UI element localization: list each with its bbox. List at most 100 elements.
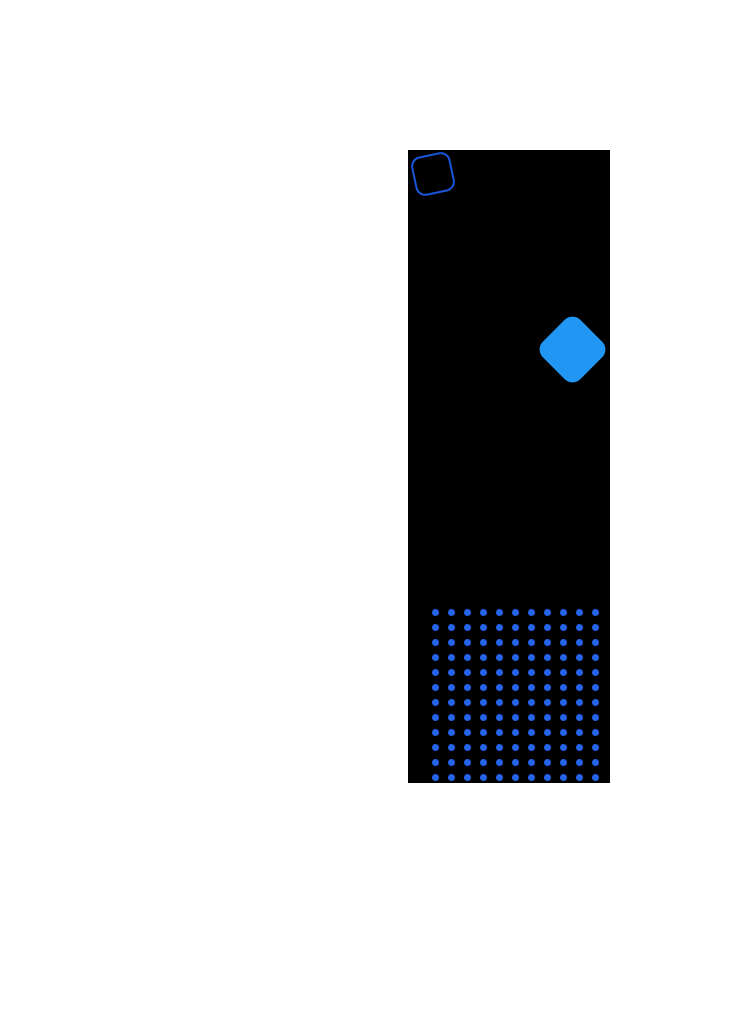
dot-icon <box>576 684 583 691</box>
decor-black-panel <box>408 150 610 783</box>
dot-icon <box>480 759 487 766</box>
dot-icon <box>512 654 519 661</box>
dot-icon <box>544 669 551 676</box>
dot-icon <box>496 624 503 631</box>
dot-icon <box>496 654 503 661</box>
dot-icon <box>560 654 567 661</box>
dot-grid-pattern-icon <box>432 609 608 789</box>
dot-icon <box>544 654 551 661</box>
dot-icon <box>544 699 551 706</box>
dot-icon <box>432 744 439 751</box>
dot-icon <box>528 669 535 676</box>
dot-icon <box>480 729 487 736</box>
dot-icon <box>496 714 503 721</box>
dot-icon <box>576 729 583 736</box>
dot-icon <box>448 609 455 616</box>
dot-icon <box>560 714 567 721</box>
dot-icon <box>432 669 439 676</box>
dot-icon <box>432 609 439 616</box>
dot-icon <box>528 774 535 781</box>
dot-icon <box>592 744 599 751</box>
dot-icon <box>560 639 567 646</box>
dot-icon <box>464 774 471 781</box>
dot-icon <box>496 774 503 781</box>
dot-icon <box>576 774 583 781</box>
dot-icon <box>560 669 567 676</box>
dot-icon <box>544 684 551 691</box>
dot-icon <box>512 624 519 631</box>
dot-icon <box>464 669 471 676</box>
dot-icon <box>432 624 439 631</box>
dot-icon <box>432 654 439 661</box>
dot-icon <box>480 774 487 781</box>
dot-icon <box>464 639 471 646</box>
dot-icon <box>464 654 471 661</box>
dot-icon <box>592 684 599 691</box>
dot-icon <box>512 669 519 676</box>
dot-icon <box>448 669 455 676</box>
dot-icon <box>512 714 519 721</box>
dot-icon <box>592 609 599 616</box>
dot-icon <box>480 669 487 676</box>
dot-icon <box>480 699 487 706</box>
dot-icon <box>576 624 583 631</box>
dot-icon <box>496 699 503 706</box>
dot-icon <box>448 729 455 736</box>
dot-icon <box>512 699 519 706</box>
dot-icon <box>592 774 599 781</box>
dot-icon <box>512 639 519 646</box>
dot-icon <box>432 714 439 721</box>
dot-icon <box>496 639 503 646</box>
dot-icon <box>448 714 455 721</box>
dot-icon <box>528 744 535 751</box>
dot-icon <box>576 759 583 766</box>
dot-icon <box>560 624 567 631</box>
dot-icon <box>512 729 519 736</box>
dot-icon <box>448 699 455 706</box>
dot-icon <box>464 759 471 766</box>
dot-icon <box>592 669 599 676</box>
dot-icon <box>464 729 471 736</box>
dot-icon <box>592 654 599 661</box>
dot-icon <box>448 639 455 646</box>
dot-icon <box>464 744 471 751</box>
dot-icon <box>480 609 487 616</box>
dot-icon <box>528 714 535 721</box>
dot-icon <box>464 684 471 691</box>
dot-icon <box>480 684 487 691</box>
dot-icon <box>432 684 439 691</box>
dot-icon <box>432 759 439 766</box>
dot-icon <box>592 639 599 646</box>
dot-icon <box>528 639 535 646</box>
dot-icon <box>576 639 583 646</box>
dot-icon <box>544 639 551 646</box>
dot-icon <box>432 639 439 646</box>
dot-icon <box>544 729 551 736</box>
dot-icon <box>480 654 487 661</box>
dot-icon <box>448 744 455 751</box>
dot-icon <box>448 654 455 661</box>
dot-icon <box>512 759 519 766</box>
dot-icon <box>528 699 535 706</box>
dot-icon <box>560 699 567 706</box>
dot-icon <box>528 729 535 736</box>
dot-icon <box>464 624 471 631</box>
dot-icon <box>496 684 503 691</box>
dot-icon <box>528 684 535 691</box>
dot-icon <box>464 714 471 721</box>
dot-icon <box>576 699 583 706</box>
dot-icon <box>496 759 503 766</box>
dot-icon <box>592 759 599 766</box>
dot-icon <box>544 624 551 631</box>
dot-icon <box>528 624 535 631</box>
dot-icon <box>448 624 455 631</box>
dot-icon <box>544 759 551 766</box>
dot-icon <box>560 759 567 766</box>
dot-icon <box>576 609 583 616</box>
dot-icon <box>448 759 455 766</box>
dot-icon <box>560 729 567 736</box>
dot-icon <box>464 609 471 616</box>
dot-icon <box>528 654 535 661</box>
dot-icon <box>592 699 599 706</box>
